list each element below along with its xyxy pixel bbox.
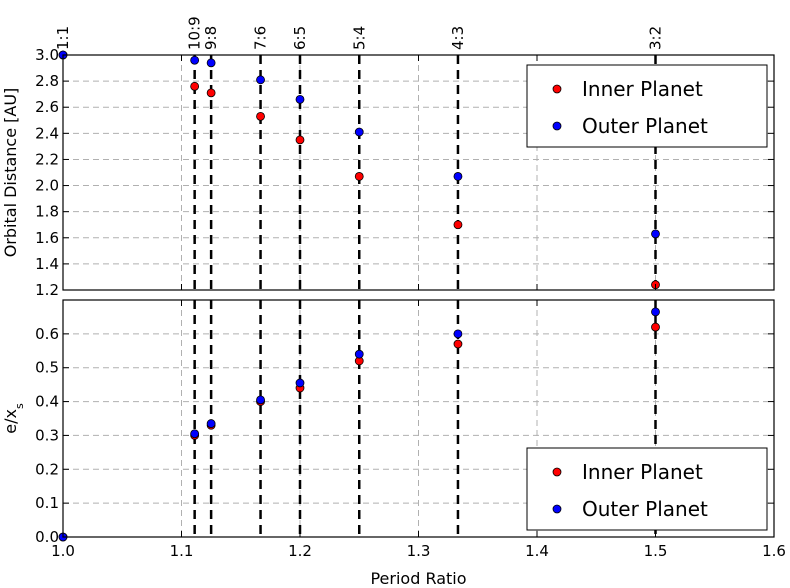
y-tick-label: 0.0 [35, 528, 59, 546]
data-point [206, 419, 216, 428]
x-tick-label: 1.4 [525, 542, 549, 560]
y-tick-label: 0.3 [35, 426, 59, 444]
y-axis-label: e/xs [1, 403, 26, 434]
legend-marker [552, 121, 562, 131]
y-tick-label: 1.6 [35, 229, 59, 247]
data-point [453, 220, 463, 230]
y-tick-label: 1.8 [35, 203, 59, 221]
resonance-label: 4:3 [449, 26, 467, 50]
y-tick-label: 2.6 [35, 98, 59, 116]
data-point [453, 329, 463, 339]
y-tick-label: 2.2 [35, 150, 59, 168]
data-point [190, 55, 200, 65]
data-point [354, 172, 364, 181]
y-tick-label: 2.0 [35, 177, 59, 195]
data-point [651, 322, 660, 332]
y-tick-label: 2.4 [35, 124, 59, 142]
resonance-label: 1:1 [54, 26, 72, 50]
data-point [256, 395, 265, 405]
legend-label: Inner Planet [582, 77, 703, 101]
legend-label: Outer Planet [582, 497, 708, 521]
data-point [295, 94, 305, 104]
legend-marker [552, 504, 562, 514]
resonance-label: 7:6 [252, 26, 270, 50]
legend-label: Outer Planet [582, 114, 708, 138]
x-axis-label: Period Ratio [370, 569, 466, 588]
data-point [453, 339, 463, 349]
x-tick-label: 1.3 [407, 542, 431, 560]
legend-box [526, 64, 768, 148]
data-points [58, 50, 660, 542]
x-tick-label: 1.1 [170, 542, 194, 560]
resonance-label: 3:2 [647, 26, 665, 50]
data-point [190, 81, 200, 91]
data-point [651, 229, 660, 239]
legend-label: Inner Planet [582, 460, 703, 484]
y-axis-label: Orbital Distance [AU] [1, 88, 20, 258]
data-point [651, 307, 660, 317]
y-tick-label: 0.1 [35, 494, 59, 512]
y-tick-label: 3.0 [35, 46, 59, 64]
data-point [256, 111, 265, 121]
tick-labels: 1.2 1.4 1.6 1.8 2.0 2.2 2.4 2.6 2.8 3.0 0.0 0.1 0.2 0… [35, 46, 786, 560]
x-tick-label: 1.2 [288, 542, 312, 560]
legend-box [526, 447, 768, 531]
y-axis-label-subscript: s [13, 403, 26, 409]
data-point [295, 135, 305, 145]
legend-marker [552, 84, 562, 94]
resonance-label: 10:9 [186, 16, 204, 50]
y-tick-label: 1.2 [35, 281, 59, 299]
x-tick-label: 1.5 [644, 542, 668, 560]
x-tick-label: 1.0 [51, 542, 75, 560]
legend-marker [552, 467, 562, 477]
y-tick-label: 1.4 [35, 255, 59, 273]
data-point [453, 172, 463, 181]
y-tick-label: 0.5 [35, 359, 59, 377]
resonance-label: 5:4 [350, 26, 368, 50]
resonance-label: 6:5 [291, 26, 309, 50]
data-point [256, 75, 265, 85]
x-tick-label: 1.6 [762, 542, 786, 560]
y-tick-label: 0.4 [35, 393, 59, 411]
data-point [190, 429, 200, 439]
data-point [206, 58, 216, 68]
y-tick-label: 0.2 [35, 460, 59, 478]
data-point [354, 127, 364, 137]
data-point [354, 349, 364, 359]
resonance-label: 9:8 [202, 26, 220, 50]
axis-labels: Orbital Distance [AU] e/xs 1:1 10:99:8 7:6 6:… [1, 16, 665, 588]
data-point [206, 88, 216, 98]
data-point [295, 378, 305, 388]
y-tick-label: 0.6 [35, 325, 59, 343]
y-tick-label: 2.8 [35, 72, 59, 90]
